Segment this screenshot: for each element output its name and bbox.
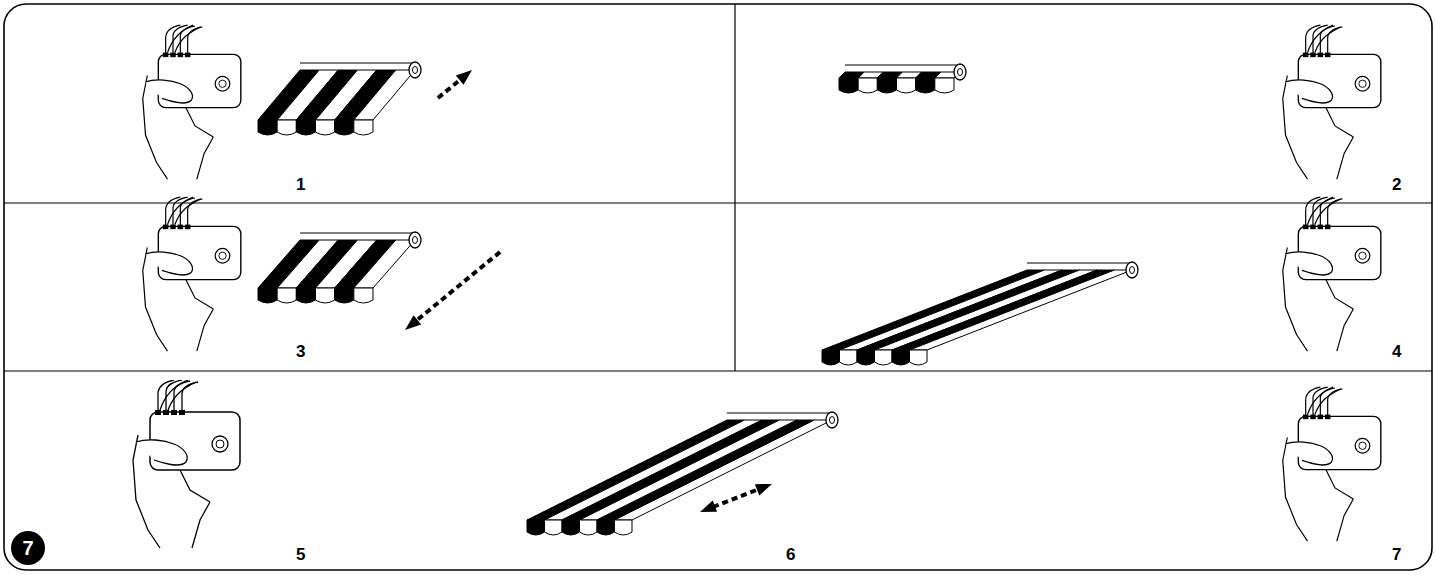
valance	[296, 120, 315, 135]
valance	[277, 288, 296, 303]
valance	[335, 288, 354, 303]
valance	[858, 78, 877, 93]
arrow-head	[405, 315, 421, 330]
roller	[845, 64, 960, 65]
figure-number: 7	[11, 531, 45, 565]
valance	[354, 288, 373, 303]
awning	[354, 70, 415, 120]
motion-arrow	[479, 263, 486, 270]
valance	[562, 520, 580, 535]
step-number: 1	[296, 176, 305, 193]
valance	[877, 78, 896, 93]
motion-arrow	[452, 80, 459, 87]
valance	[258, 288, 277, 303]
hand-device	[143, 25, 241, 179]
roller	[409, 232, 421, 248]
valance	[316, 120, 335, 135]
roller	[826, 412, 838, 428]
valance	[258, 120, 277, 135]
motion-arrow	[750, 488, 757, 494]
awning	[597, 420, 815, 520]
motion-arrow	[494, 251, 501, 258]
roller	[1126, 262, 1138, 278]
valance	[892, 350, 910, 365]
awning	[892, 270, 1115, 350]
motion-arrow	[486, 257, 493, 264]
roller	[954, 64, 966, 80]
roller	[409, 62, 421, 78]
roller	[300, 62, 415, 63]
valance	[910, 350, 928, 365]
roller	[958, 69, 963, 76]
valance	[615, 520, 633, 535]
motion-arrow	[456, 282, 463, 289]
roller	[727, 412, 832, 413]
roller	[830, 417, 835, 424]
valance	[597, 520, 615, 535]
awning	[580, 420, 798, 520]
roller	[1130, 267, 1135, 274]
motion-arrow	[740, 492, 747, 498]
valance	[527, 520, 545, 535]
hand-device	[1283, 25, 1381, 179]
figure-number-text: 7	[22, 538, 33, 558]
hand-device	[133, 380, 240, 548]
motion-arrow	[440, 295, 447, 302]
step-number: 3	[296, 343, 305, 360]
motion-arrow	[731, 496, 738, 502]
valance	[545, 520, 563, 535]
valance	[840, 350, 858, 365]
motion-arrow	[437, 93, 444, 100]
valance	[296, 288, 315, 303]
valance	[857, 350, 875, 365]
awning	[875, 270, 1098, 350]
awning	[562, 420, 780, 520]
motion-arrow	[425, 308, 432, 315]
awning	[857, 270, 1080, 350]
motion-arrow	[722, 499, 729, 505]
hand-device	[1283, 197, 1381, 351]
awning	[354, 240, 415, 288]
awning	[910, 270, 1133, 350]
step-number: 6	[786, 546, 795, 563]
valance	[875, 350, 893, 365]
step-number: 4	[1392, 343, 1401, 360]
motion-arrow	[463, 276, 470, 283]
motion-arrow	[471, 270, 478, 277]
valance	[916, 78, 935, 93]
motion-arrow	[448, 289, 455, 296]
roller	[1027, 262, 1132, 263]
valance	[897, 78, 916, 93]
valance	[580, 520, 598, 535]
roller	[413, 67, 418, 74]
roller	[300, 232, 415, 233]
arrow-head	[700, 501, 717, 512]
motion-arrow	[432, 301, 439, 308]
valance	[277, 120, 296, 135]
step-number: 7	[1392, 546, 1401, 563]
awning	[615, 420, 833, 520]
valance	[822, 350, 840, 365]
valance	[335, 120, 354, 135]
hand-device	[1283, 387, 1381, 541]
valance	[354, 120, 373, 135]
step-number: 5	[296, 546, 305, 563]
arrow-head	[456, 70, 472, 85]
step-number: 2	[1392, 176, 1401, 193]
arrow-head	[755, 484, 772, 495]
valance	[935, 78, 954, 93]
valance	[839, 78, 858, 93]
roller	[413, 237, 418, 244]
motion-arrow	[444, 86, 451, 93]
valance	[316, 288, 335, 303]
motion-arrow	[417, 314, 424, 321]
hand-device	[143, 197, 241, 351]
